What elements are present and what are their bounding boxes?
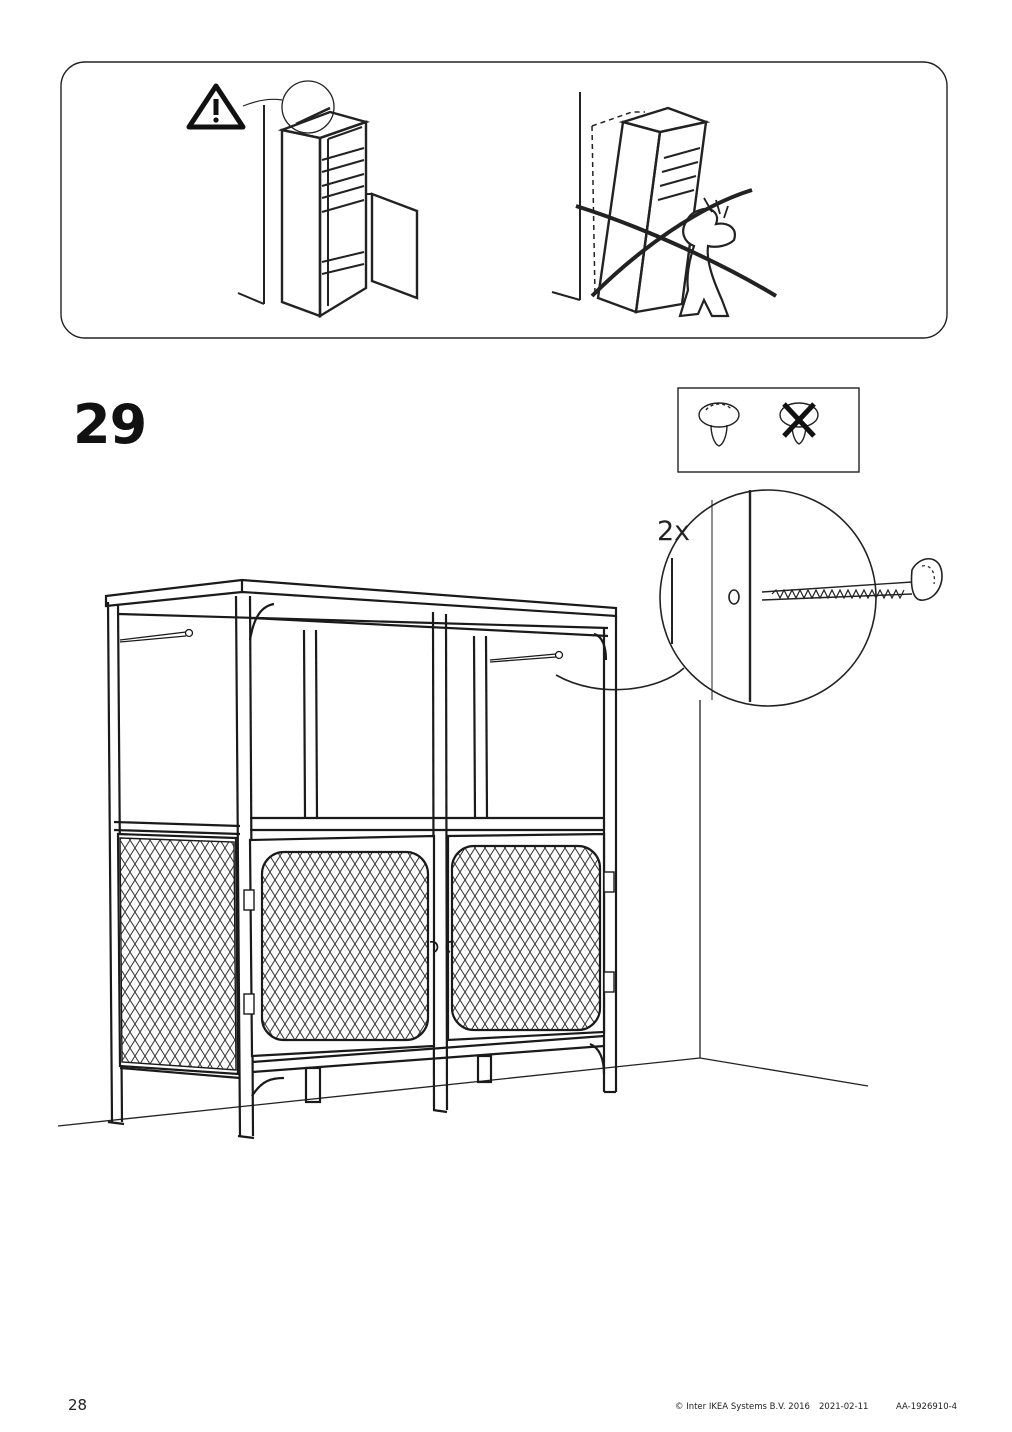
- right-door: [445, 832, 606, 1042]
- screw-not-allowed-icon: [779, 402, 819, 445]
- tipping-cabinet-forbidden-figure: [551, 92, 778, 318]
- room-wall-floor: [57, 700, 869, 1127]
- quantity-label: 2x: [657, 516, 691, 547]
- warning-panel: [60, 61, 948, 339]
- wall-screw-icon: [761, 558, 943, 601]
- left-door: [248, 834, 439, 1058]
- cabinet-wall-screws: [119, 628, 564, 663]
- document-id: AA-1926910-4: [896, 1402, 958, 1412]
- screw-type-hint-box: [677, 387, 860, 473]
- document-date: 2021-02-11: [819, 1402, 869, 1412]
- wall-screw-detail-callout: [555, 489, 943, 707]
- side-mesh-panel: [119, 837, 237, 1071]
- screw-allowed-icon: [698, 402, 740, 447]
- step-number: 29: [73, 393, 147, 456]
- copyright-text: © Inter IKEA Systems B.V. 2016: [675, 1402, 810, 1412]
- page-number: 28: [68, 1396, 88, 1414]
- cabinet-against-wall-figure: [237, 80, 419, 319]
- door-hinges: [243, 871, 615, 1015]
- warning-icon: [186, 83, 283, 130]
